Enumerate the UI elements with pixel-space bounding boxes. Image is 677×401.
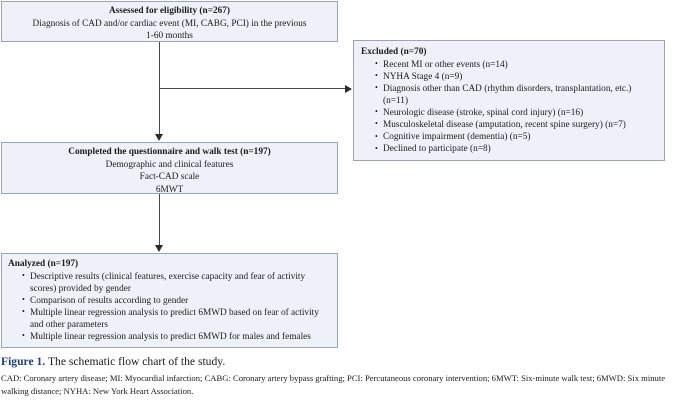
excluded-list: Recent MI or other events (n=14) NYHA St… <box>361 58 657 156</box>
figure-caption: Figure 1. The schematic flow chart of th… <box>1 354 675 369</box>
list-item: Diagnosis other than CAD (rhythm disorde… <box>375 82 657 107</box>
figure-caption-text: The schematic flow chart of the study. <box>47 355 226 368</box>
completed-title: Completed the questionnaire and walk tes… <box>68 147 271 157</box>
completed-line-3: 6MWT <box>155 184 184 195</box>
list-item: Declined to participate (n=8) <box>375 143 657 155</box>
assessed-line-1: Diagnosis of CAD and/or cardiac event (M… <box>32 18 307 29</box>
analyzed-list: Descriptive results (clinical features, … <box>8 270 331 344</box>
list-item: Comparison of results according to gende… <box>22 294 331 307</box>
analyzed-title: Analyzed (n=197) <box>8 259 79 269</box>
list-item: Cognitive impairment (dementia) (n=5) <box>375 131 657 143</box>
flow-box-completed: Completed the questionnaire and walk tes… <box>1 142 338 195</box>
flow-box-analyzed: Analyzed (n=197) Descriptive results (cl… <box>1 253 338 348</box>
list-item: Neurologic disease (stroke, spinal cord … <box>375 106 657 119</box>
list-item: Multiple linear regression analysis to p… <box>22 330 331 343</box>
figure-footnote: CAD: Coronary artery disease; MI: Myocar… <box>1 373 666 396</box>
list-item: Multiple linear regression analysis to p… <box>22 306 331 331</box>
arrow-down-icon <box>155 134 163 141</box>
list-item: Recent MI or other events (n=14) <box>375 58 657 71</box>
excluded-title: Excluded (n=70) <box>361 47 427 57</box>
assessed-title: Assessed for eligibility (n=267) <box>108 6 231 16</box>
arrow-right-icon <box>345 84 352 93</box>
completed-line-2: Fact-CAD scale <box>139 172 200 182</box>
list-item: Descriptive results (clinical features, … <box>22 270 331 295</box>
figure-caption-label: Figure 1. <box>1 355 46 368</box>
flow-box-assessed: Assessed for eligibility (n=267) Diagnos… <box>1 1 338 42</box>
completed-line-1: Demographic and clinical features <box>105 159 234 170</box>
connector-completed-to-analyzed-line <box>159 194 160 246</box>
list-item: Musculoskeletal disease (amputation, rec… <box>375 118 657 131</box>
flow-box-excluded: Excluded (n=70) Recent MI or other event… <box>353 40 665 161</box>
assessed-line-2: 1-60 months <box>146 31 193 41</box>
arrow-down-icon <box>155 245 163 252</box>
list-item: NYHA Stage 4 (n=9) <box>375 70 657 83</box>
connector-to-excluded-line <box>159 88 345 89</box>
